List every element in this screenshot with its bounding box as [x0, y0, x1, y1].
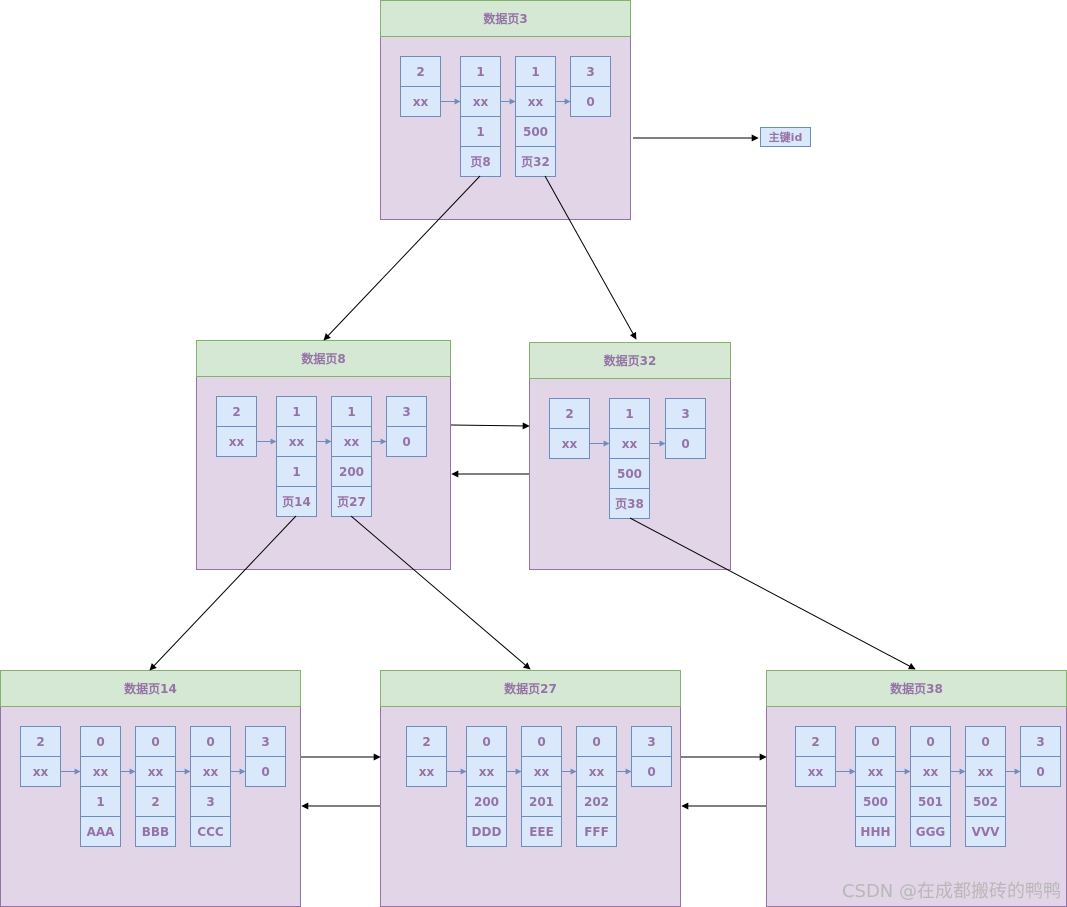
record-cell: 1: [276, 456, 317, 487]
record-cell: xx: [549, 428, 590, 459]
record-cell: xx: [965, 756, 1006, 787]
record-cell: 3: [570, 56, 611, 87]
record-cell: xx: [331, 426, 372, 457]
record-cell: 0: [855, 726, 896, 757]
record-cell: 3: [1020, 726, 1061, 757]
record-cell: 2: [400, 56, 441, 87]
record-cell: BBB: [135, 816, 176, 847]
record-cell: xx: [400, 86, 441, 117]
record-cell: xx: [521, 756, 562, 787]
record-cell: 2: [135, 786, 176, 817]
record-cell: 1: [80, 786, 121, 817]
record-cell: 0: [910, 726, 951, 757]
record-cell: 0: [466, 726, 507, 757]
record-cell: 3: [190, 786, 231, 817]
record-cell: 页38: [609, 488, 650, 519]
record-cell: xx: [466, 756, 507, 787]
record-cell: 0: [190, 726, 231, 757]
record-cell: 2: [216, 396, 257, 427]
page-title: 数据页27: [380, 670, 681, 707]
record-cell: 500: [855, 786, 896, 817]
record-cell: xx: [609, 428, 650, 459]
record-cell: CCC: [190, 816, 231, 847]
record-cell: 2: [20, 726, 61, 757]
record-cell: 0: [135, 726, 176, 757]
page-title: 数据页14: [0, 670, 301, 707]
record-cell: 3: [665, 398, 706, 429]
watermark: CSDN @在成都搬砖的鸭鸭: [841, 881, 1061, 902]
record-cell: xx: [216, 426, 257, 457]
record-cell: 2: [795, 726, 836, 757]
record-cell: 200: [466, 786, 507, 817]
record-cell: xx: [460, 86, 501, 117]
record-cell: 2: [549, 398, 590, 429]
record-cell: 0: [1020, 756, 1061, 787]
record-cell: xx: [406, 756, 447, 787]
record-cell: 202: [576, 786, 617, 817]
sibling-next-p8-to-p32: [450, 422, 530, 430]
record-cell: 3: [245, 726, 286, 757]
primary-key-label: 主键id: [760, 127, 811, 147]
record-cell: AAA: [80, 816, 121, 847]
record-cell: 1: [515, 56, 556, 87]
record-cell: 0: [570, 86, 611, 117]
record-cell: xx: [910, 756, 951, 787]
record-cell: 2: [406, 726, 447, 757]
page-title: 数据页32: [529, 342, 731, 379]
record-cell: 1: [276, 396, 317, 427]
record-cell: 0: [576, 726, 617, 757]
page-title: 数据页38: [766, 670, 1067, 707]
record-cell: xx: [276, 426, 317, 457]
record-cell: 1: [331, 396, 372, 427]
page-title: 数据页8: [196, 340, 451, 377]
record-cell: xx: [576, 756, 617, 787]
record-cell: 3: [386, 396, 427, 427]
record-cell: 1: [460, 116, 501, 147]
record-cell: 3: [631, 726, 672, 757]
record-cell: DDD: [466, 816, 507, 847]
record-cell: 0: [631, 756, 672, 787]
data-page-p38: 数据页38: [766, 670, 1067, 907]
record-cell: 0: [245, 756, 286, 787]
record-cell: 201: [521, 786, 562, 817]
record-cell: xx: [20, 756, 61, 787]
record-cell: 0: [521, 726, 562, 757]
record-cell: 页14: [276, 486, 317, 517]
record-cell: 1: [609, 398, 650, 429]
record-cell: 0: [386, 426, 427, 457]
record-cell: 页27: [331, 486, 372, 517]
record-cell: GGG: [910, 816, 951, 847]
record-cell: xx: [855, 756, 896, 787]
record-cell: xx: [190, 756, 231, 787]
record-cell: HHH: [855, 816, 896, 847]
record-cell: xx: [135, 756, 176, 787]
record-cell: 1: [460, 56, 501, 87]
record-cell: 页8: [460, 146, 501, 177]
record-cell: 500: [515, 116, 556, 147]
record-cell: FFF: [576, 816, 617, 847]
record-cell: 500: [609, 458, 650, 489]
record-cell: xx: [795, 756, 836, 787]
record-cell: 0: [665, 428, 706, 459]
record-cell: VVV: [965, 816, 1006, 847]
record-cell: 501: [910, 786, 951, 817]
record-cell: EEE: [521, 816, 562, 847]
page-title: 数据页3: [380, 0, 631, 37]
record-cell: 200: [331, 456, 372, 487]
record-cell: xx: [80, 756, 121, 787]
record-cell: xx: [515, 86, 556, 117]
record-cell: 0: [965, 726, 1006, 757]
record-cell: 0: [80, 726, 121, 757]
record-cell: 502: [965, 786, 1006, 817]
record-cell: 页32: [515, 146, 556, 177]
